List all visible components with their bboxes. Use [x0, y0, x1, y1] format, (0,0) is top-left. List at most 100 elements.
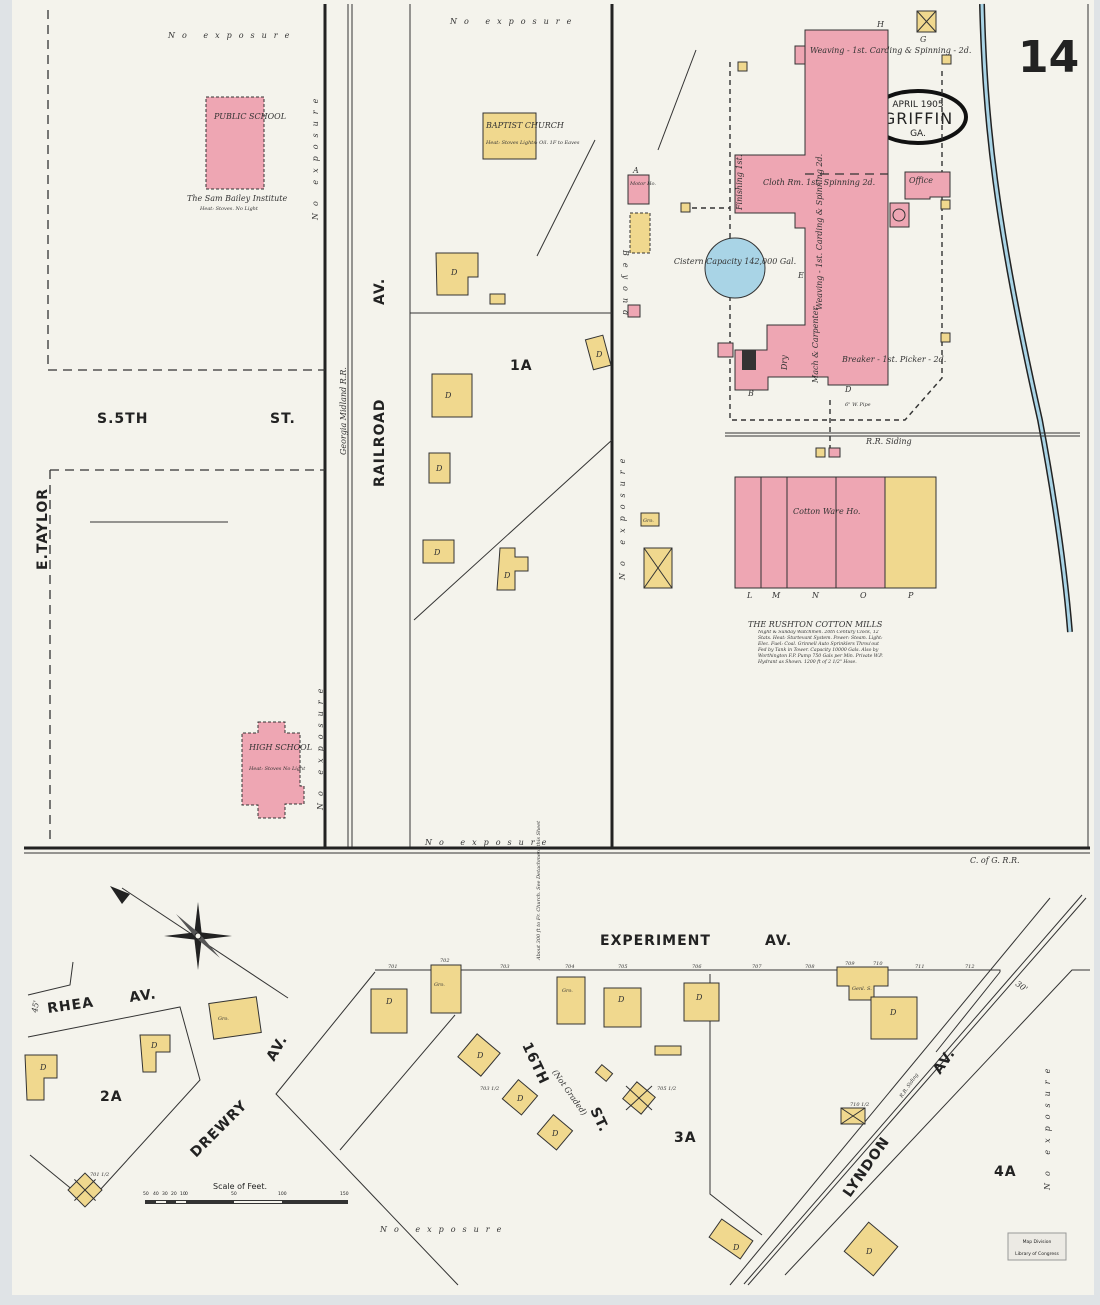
public-school-owner: The Sam Bailey Institute	[187, 194, 287, 203]
block-line	[339, 1014, 456, 1151]
lyndon-av-line	[729, 897, 1051, 1286]
scale-tick: 100	[278, 1191, 287, 1197]
scale-tick: 10	[180, 1191, 186, 1197]
section-letter: M	[771, 591, 781, 600]
scale-of-feet: Scale of Feet. 50 40 30 20 10 0 50 100 1…	[143, 1182, 349, 1204]
mill-mach-use: Mach & Carpenter	[811, 306, 820, 384]
general-store-label: Genl. S.	[852, 986, 872, 992]
street-label-e-taylor: E.TAYLOR	[35, 488, 51, 570]
dwelling: D	[370, 988, 408, 1034]
dwelling: D	[870, 996, 918, 1040]
sheet-number: 14	[1018, 32, 1079, 83]
dwelling-label: D	[476, 1051, 484, 1060]
title-cartouche: APRIL 1905 GRIFFIN GA.	[868, 89, 968, 145]
street-label-railroad-av: AV.	[372, 278, 388, 305]
outbuilding	[489, 293, 506, 305]
library-stamp: Map Division Library of Congress	[1007, 1232, 1067, 1261]
public-school-building: PUBLIC SCHOOL	[205, 96, 286, 190]
scale-tick: 0	[185, 1191, 188, 1197]
cistern-label: Cistern Capacity 142,000 Gal.	[674, 257, 796, 266]
block-line	[27, 961, 74, 996]
dwelling: D	[584, 334, 612, 371]
house-number: 711	[915, 964, 925, 970]
outbuilding	[594, 1063, 614, 1083]
baptist-church-building: BAPTIST CHURCH Heat: Stoves Lights: Oil.…	[482, 112, 580, 160]
dwelling-label: D	[595, 350, 603, 359]
dwelling: D	[603, 987, 642, 1028]
mill-title: THE RUSHTON COTTON MILLS	[748, 620, 883, 629]
direction-arrow	[657, 49, 697, 151]
block-line	[709, 974, 763, 1236]
street-label-rhea-av: AV.	[128, 986, 157, 1006]
street-label-s5th: S.5TH	[97, 411, 148, 427]
exposure-label: No exposure	[424, 838, 553, 847]
public-school-name: PUBLIC SCHOOL	[213, 112, 286, 121]
stamp-line: Map Division	[1023, 1239, 1052, 1245]
house-number: 702	[440, 958, 450, 964]
cistern: Cistern Capacity 142,000 Gal.	[674, 237, 796, 299]
cartouche-city: GRIFFIN	[883, 109, 953, 128]
vacant-frame-building	[840, 1107, 866, 1125]
dwelling-label: D	[450, 268, 458, 277]
cotton-warehouse: Cotton Ware Ho.	[734, 476, 937, 589]
small-brick-shed	[627, 304, 641, 318]
warehouse-label: Cotton Ware Ho.	[793, 507, 860, 516]
fire-hydrants	[680, 54, 952, 458]
vacant-frame-building	[67, 1172, 103, 1208]
dwelling: D	[708, 1218, 754, 1260]
scale-tick: 40	[153, 1191, 159, 1197]
mill-upper-use: Weaving - 1st. Carding & Spinning - 2d.	[810, 46, 971, 55]
block-label-3a: 3A	[674, 1130, 697, 1146]
high-school-note: Heat: Stoves No Light	[248, 766, 306, 772]
frame-shed	[629, 212, 651, 254]
public-school-note: Heat: Stoves. No Light	[199, 206, 259, 212]
dwelling: D	[24, 1054, 58, 1101]
house-number: 705	[618, 964, 628, 970]
block-line	[413, 439, 613, 621]
street-label-experiment-av: AV.	[765, 933, 792, 949]
creek	[980, 3, 1072, 633]
water-pipe	[729, 62, 943, 421]
exposure-label: No exposure	[379, 1225, 508, 1234]
dwelling-label: D	[516, 1094, 524, 1103]
house-number: 709	[845, 961, 855, 967]
dwelling-label: D	[889, 1008, 897, 1017]
dwelling: D	[428, 452, 451, 484]
dwelling: D	[536, 1113, 574, 1151]
baptist-church-name: BAPTIST CHURCH	[485, 121, 565, 130]
section-letter: D	[844, 385, 852, 394]
block-label-4a: 4A	[994, 1164, 1017, 1180]
mill-office: Office	[904, 171, 951, 200]
dwelling-label: D	[150, 1041, 158, 1050]
dwelling-label: D	[433, 548, 441, 557]
exposure-label: No exposure	[618, 452, 627, 581]
railroad-label-siding: R.R. Siding	[865, 437, 912, 446]
dwelling: D	[496, 547, 529, 591]
house-number: 704	[565, 964, 575, 970]
street-label-railroad: RAILROAD	[372, 398, 388, 487]
exposure-label: No exposure	[311, 92, 320, 221]
section-letter: N	[811, 591, 820, 600]
section-letter: G	[920, 35, 927, 44]
exposure-label: No exposure	[449, 17, 578, 26]
dwelling-label: D	[435, 464, 443, 473]
lyndon-av-line	[747, 897, 1087, 1286]
section-letter: P	[907, 591, 914, 600]
exposure-label: No exposure	[1043, 1062, 1052, 1191]
scale-tick: 150	[340, 1191, 349, 1197]
grocery-store: Gro.	[208, 996, 262, 1040]
scale-tick: 50	[143, 1191, 149, 1197]
dwelling-label: D	[39, 1063, 47, 1072]
scale-tick: 50	[231, 1191, 237, 1197]
grocery-shed: Gro.	[640, 512, 660, 527]
block-line	[935, 971, 1001, 1053]
baptist-church-note: Heat: Stoves Lights: Oil. 1F to Eaves	[485, 140, 580, 146]
section-letter: O	[860, 591, 867, 600]
dwelling-label: D	[503, 571, 511, 580]
scale-tick: 20	[171, 1191, 177, 1197]
vacant-frame-building	[916, 10, 937, 33]
street-label-experiment: EXPERIMENT	[600, 933, 711, 949]
section-letter: A	[632, 166, 639, 175]
mill-dry-use: Dry	[780, 355, 789, 371]
